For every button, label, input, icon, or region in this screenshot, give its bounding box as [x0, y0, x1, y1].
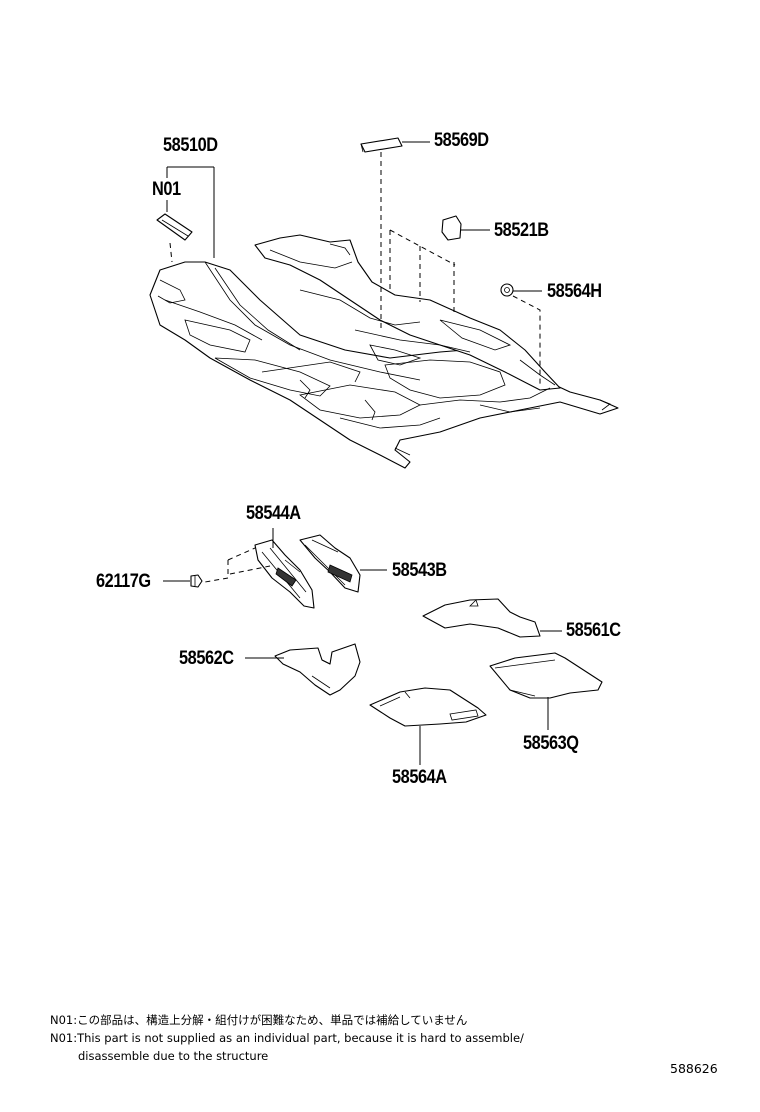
- part-label-62117g: 62117G: [96, 571, 151, 592]
- part-label-58569d: 58569D: [434, 130, 489, 151]
- part-label-58564h: 58564H: [547, 281, 602, 302]
- part-label-58563q: 58563Q: [523, 733, 579, 754]
- note-japanese: N01:この部品は、構造上分解・組付けが困難なため、単品では補給していません: [50, 1013, 468, 1027]
- clip-58521b: [441, 215, 462, 241]
- floor-carpet-assembly: [149, 234, 619, 469]
- part-label-58544a: 58544A: [246, 503, 301, 524]
- part-label-58521b: 58521B: [494, 220, 549, 241]
- part-label-58562c: 58562C: [179, 648, 234, 669]
- n01-pad: [156, 213, 193, 241]
- mat-58561c: [422, 598, 541, 638]
- mat-58564a: [369, 687, 487, 727]
- figure-id: 588626: [670, 1061, 718, 1076]
- part-label-58561c: 58561C: [566, 620, 621, 641]
- note-english-line1: N01:This part is not supplied as an indi…: [50, 1031, 524, 1045]
- note-english-line2: disassemble due to the structure: [78, 1049, 269, 1063]
- part-label-58564a: 58564A: [392, 767, 447, 788]
- mat-58563q: [489, 652, 603, 699]
- part-label-n01: N01: [152, 179, 181, 200]
- part-label-58543b: 58543B: [392, 560, 447, 581]
- part-label-58510d: 58510D: [163, 135, 218, 156]
- seat-track-cover-right: [299, 534, 361, 593]
- seat-track-cover-left: [254, 539, 315, 609]
- strip-58569d: [360, 137, 403, 153]
- grommet-58564h: [500, 283, 514, 297]
- mat-58562c: [274, 643, 361, 696]
- bolt-62117g: [163, 574, 203, 588]
